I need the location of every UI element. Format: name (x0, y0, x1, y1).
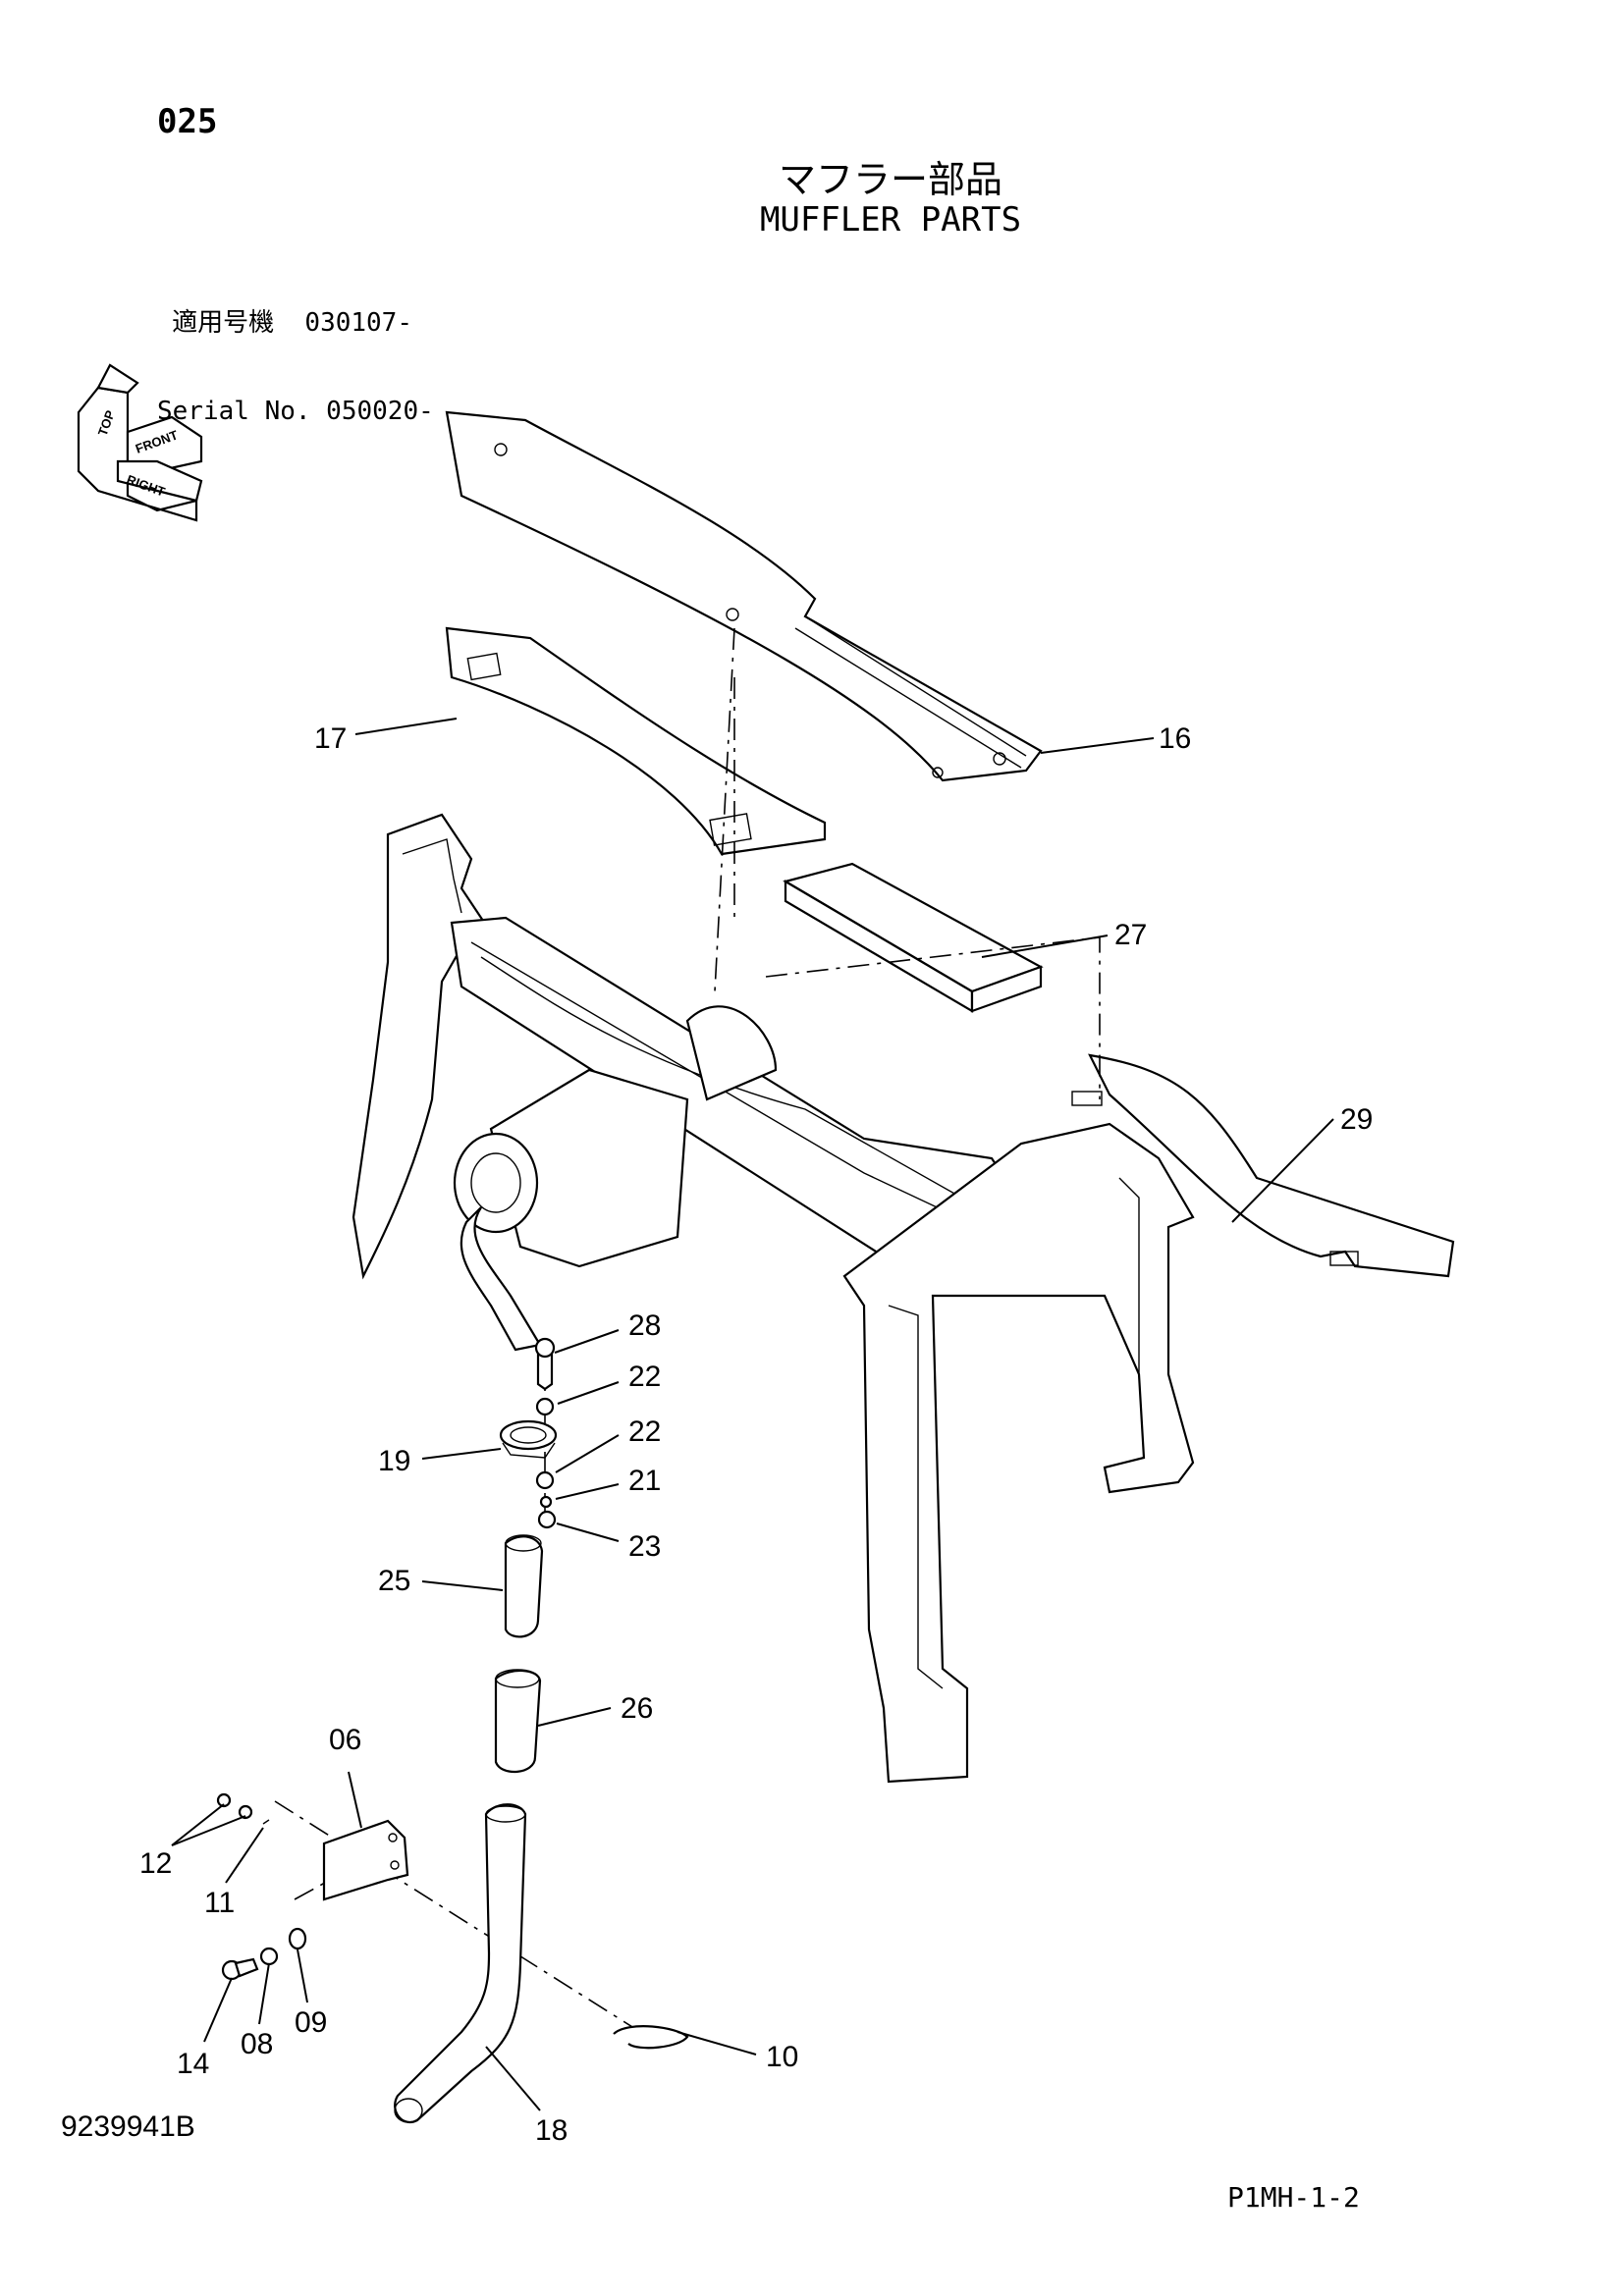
callout-23: 23 (628, 1530, 661, 1563)
callout-10: 10 (766, 2041, 798, 2073)
document-id: 9239941B (61, 2110, 195, 2143)
callout-09: 09 (295, 2006, 327, 2039)
callout-06: 06 (329, 1724, 361, 1756)
callout-11: 11 (204, 1887, 235, 1919)
callout-22-lower: 22 (628, 1415, 661, 1448)
part-25-hose (504, 1534, 544, 1638)
orientation-cube-icon: TOP FRONT RIGHT (77, 363, 203, 522)
page-number: 025 (157, 102, 218, 141)
part-27-pad (783, 862, 1044, 1013)
page-reference: P1MH-1-2 (1227, 2181, 1360, 2214)
main-frame-assembly (352, 813, 1195, 1784)
part-18-tail-pipe (394, 1803, 527, 2123)
callout-08: 08 (241, 2028, 273, 2060)
callout-27: 27 (1114, 919, 1147, 951)
callout-leader-lines (171, 718, 1334, 2111)
callout-25: 25 (378, 1565, 410, 1597)
callout-17: 17 (314, 722, 347, 755)
part-06-bracket (322, 1819, 409, 1901)
small-fasteners (216, 1792, 689, 2050)
page-title-english: MUFFLER PARTS (759, 200, 1022, 240)
callout-16: 16 (1159, 722, 1191, 755)
callout-29: 29 (1340, 1103, 1373, 1136)
callout-21: 21 (628, 1465, 661, 1497)
page-title-japanese: マフラー部品 (778, 158, 1002, 201)
part-17-insulator-plate (445, 626, 827, 856)
part-29-side-cover (1071, 1053, 1455, 1278)
part-16-cover-plate (445, 410, 1043, 782)
callout-14: 14 (177, 2048, 209, 2080)
callout-numbers: 16 17 27 29 28 22 22 19 21 23 25 26 06 1… (139, 722, 1373, 2147)
part-26-hose (494, 1669, 542, 1774)
clamp-hardware-stack (499, 1337, 558, 1529)
callout-28: 28 (628, 1309, 661, 1342)
callout-18: 18 (535, 2114, 568, 2147)
callout-19: 19 (378, 1445, 410, 1477)
callout-26: 26 (621, 1692, 653, 1725)
callout-22-upper: 22 (628, 1361, 661, 1393)
serial-japanese: 適用号機 030107- (172, 308, 412, 338)
callout-12: 12 (139, 1847, 172, 1880)
